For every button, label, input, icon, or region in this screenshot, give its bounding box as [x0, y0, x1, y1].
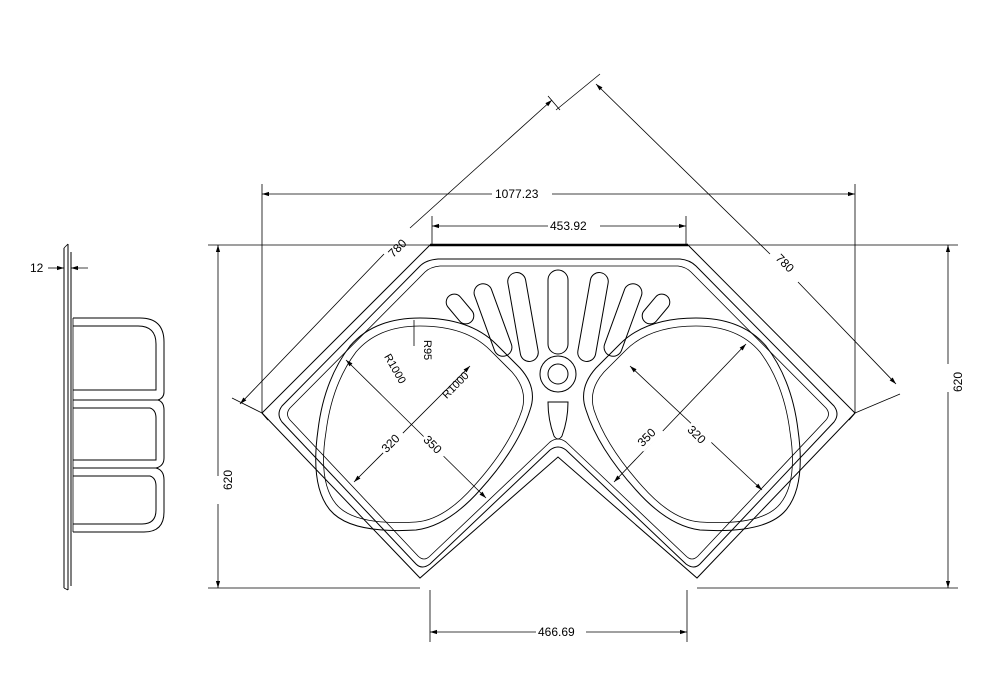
bottom-opening-label: 466.69	[538, 625, 575, 639]
overall-width-label: 1077.23	[495, 187, 539, 201]
lip-thickness-label: 12	[30, 261, 44, 275]
right-arm-label: 780	[773, 251, 797, 275]
left-height-label: 620	[221, 470, 235, 490]
top-edge-label: 453.92	[550, 219, 587, 233]
left-bowl-radius-label: R1000	[381, 352, 408, 386]
sink-outline	[261, 243, 856, 579]
left-bowl-radius-label-b: R1000	[440, 370, 471, 401]
right-height-label: 620	[951, 372, 965, 392]
drain-ribs	[445, 269, 671, 440]
drain-hole-icon	[539, 355, 577, 393]
side-view: 12	[30, 243, 165, 591]
dimension-lines: 1077.23 453.92 466.69 620 620 780 780	[208, 73, 965, 642]
left-arm-label: 780	[385, 236, 409, 260]
corner-radius-label: R95	[421, 340, 433, 360]
